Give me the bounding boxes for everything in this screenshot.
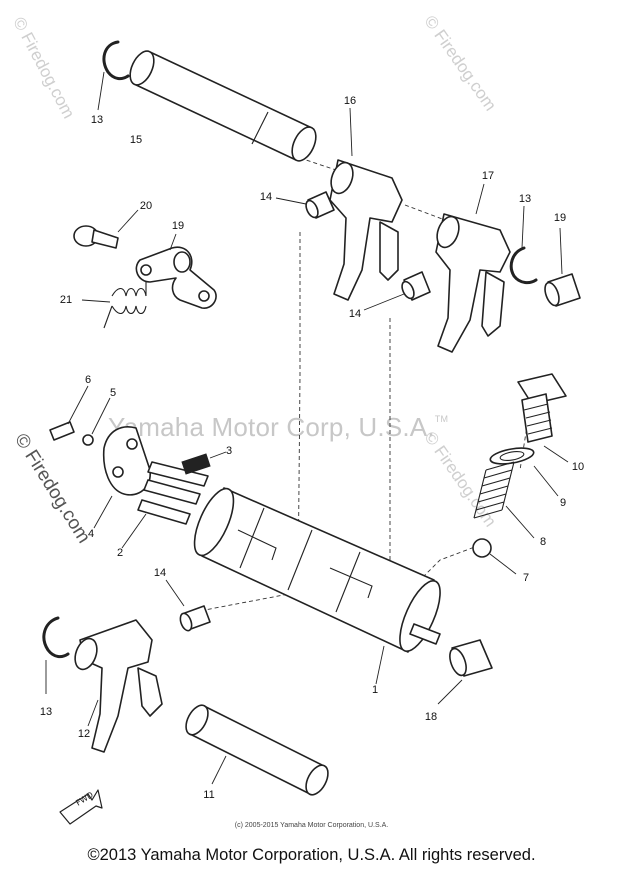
dowel-3 [181,451,227,475]
fwd-arrow-icon: FWD [59,789,103,825]
side-pins-2 [121,461,209,549]
pin-14-lower [165,579,211,632]
ball-7 [472,538,517,575]
callout-14-middle: 14 [348,308,362,320]
callout-5: 5 [109,387,117,399]
pin-6 [49,385,89,441]
spring-21 [81,282,147,329]
callout-2: 2 [116,547,124,559]
stopper-bolt-10 [517,373,569,463]
callout-1: 1 [371,684,379,696]
shaft-15 [129,50,317,162]
screw-20 [73,209,139,249]
washer-5 [82,397,111,446]
callout-14-lower: 14 [153,567,167,579]
callout-4: 4 [87,528,95,540]
callout-7: 7 [522,572,530,584]
stopper-lever-19 [135,233,217,309]
pin-14-middle [363,271,431,311]
circlip-13-top [97,40,130,111]
pin-14-top [275,191,335,219]
callout-16: 16 [343,95,357,107]
callout-19-right: 19 [553,212,567,224]
segment-plate-4 [93,426,151,529]
circlip-13-right [509,205,538,285]
shift-fork-17 [435,183,511,353]
shift-fork-16 [329,107,403,301]
callout-21: 21 [59,294,73,306]
circlip-13-lower [42,616,70,694]
callout-11: 11 [203,789,215,801]
collar-18-lower [437,639,493,705]
callout-14-top: 14 [259,191,273,203]
callout-15: 15 [129,134,143,146]
diagram-footnote: (c) 2005-2015 Yamaha Motor Corporation, … [234,822,389,829]
callout-10: 10 [571,461,585,473]
callout-3: 3 [225,445,233,457]
copyright-notice: ©2013 Yamaha Motor Corporation, U.S.A. A… [87,846,536,864]
collar-18-top [544,227,581,307]
callout-19: 19 [171,220,185,232]
callout-20: 20 [139,200,153,212]
callout-6: 6 [84,374,92,386]
callout-9: 9 [559,497,567,509]
callout-12: 12 [77,728,91,740]
gasket-9 [489,447,559,497]
spring-8 [473,461,535,539]
shift-fork-12 [74,619,163,753]
callout-8: 8 [539,536,547,548]
watermark-yamaha: Yamaha Motor Corp, U.S.A.TM [108,412,449,442]
callout-17: 17 [481,170,495,182]
shift-cam-1 [193,487,441,685]
callout-13-top: 13 [90,114,104,126]
callout-13-lower: 13 [39,706,53,718]
shaft-11 [185,704,329,796]
callout-18-lower: 18 [424,711,438,723]
callout-13-right: 13 [518,193,532,205]
watermark-tm: TM [434,414,449,424]
